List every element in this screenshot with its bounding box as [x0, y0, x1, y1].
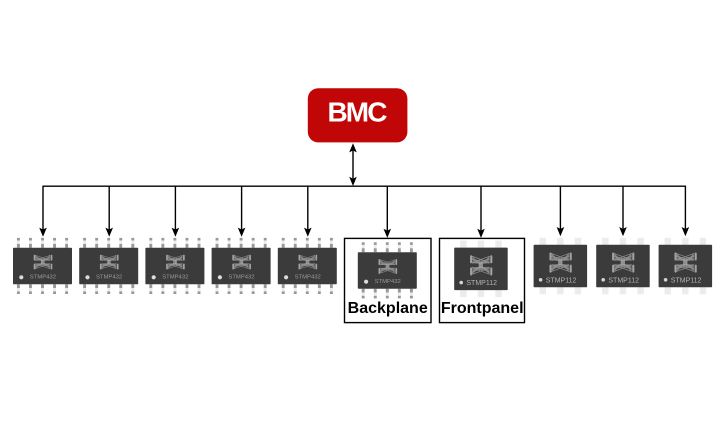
svg-text:BMC: BMC: [327, 97, 387, 128]
svg-text:Backplane: Backplane: [348, 300, 428, 317]
svg-text:Frontpanel: Frontpanel: [441, 300, 524, 317]
